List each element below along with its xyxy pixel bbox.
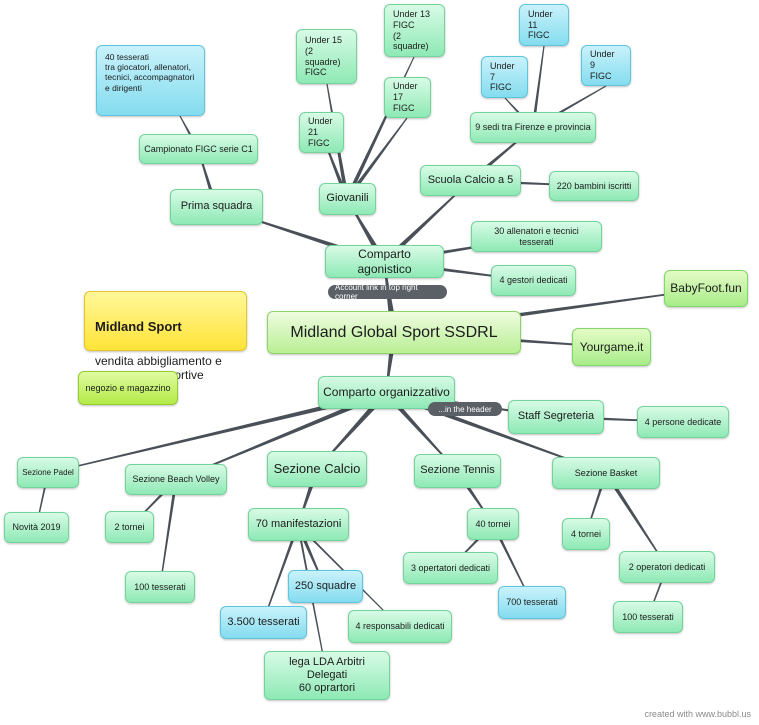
connector-edge <box>159 479 178 588</box>
connector-edge <box>382 180 471 264</box>
bambini-node[interactable]: 220 bambini iscritti <box>549 171 639 201</box>
under7-node[interactable]: Under 7 FIGC <box>481 56 528 98</box>
allenatori-node[interactable]: 30 allenatori e tecnici tesserati <box>471 221 602 252</box>
prima-squadra-node[interactable]: Prima squadra <box>170 189 263 225</box>
tesserati-40-node[interactable]: 40 tesserati tra giocatori, allenatori, … <box>96 45 205 116</box>
connector-edge <box>345 117 408 201</box>
header-tooltip: ...in the header <box>428 402 502 416</box>
staff-segreteria-node[interactable]: Staff Segreteria <box>508 400 604 434</box>
novita-node[interactable]: Novità 2019 <box>4 512 69 543</box>
sedi-node[interactable]: 9 sedi tra Firenze e provincia <box>470 112 596 143</box>
operatori-2-node[interactable]: 2 operatori dedicati <box>619 551 715 583</box>
credit-text: created with www.bubbl.us <box>644 709 751 719</box>
midland-sport-title: Midland Sport <box>95 319 182 335</box>
gestori-node[interactable]: 4 gestori dedicati <box>491 265 576 296</box>
connector-edge <box>175 390 387 481</box>
under17-node[interactable]: Under 17 FIGC <box>384 77 431 118</box>
squadre-node[interactable]: 250 squadre <box>288 570 363 603</box>
under9-node[interactable]: Under 9 FIGC <box>581 45 631 86</box>
sezione-beach-volley-node[interactable]: Sezione Beach Volley <box>125 464 227 495</box>
connector-edge <box>262 524 300 623</box>
tornei-4-node[interactable]: 4 tornei <box>562 518 610 550</box>
sezione-padel-node[interactable]: Sezione Padel <box>17 457 79 488</box>
tesserati-700-node[interactable]: 700 tesserati <box>498 586 566 619</box>
midland-sport-node[interactable]: Midland Sport vendita abbigliamento e at… <box>84 291 247 382</box>
sezione-tennis-node[interactable]: Sezione Tennis <box>414 454 501 488</box>
account-link-tooltip: Account link in top right corner <box>328 283 447 301</box>
scuola-calcio-node[interactable]: Scuola Calcio a 5 <box>420 165 521 196</box>
responsabili-node[interactable]: 4 responsabili dedicati <box>348 610 452 643</box>
tornei-40-node[interactable]: 40 tornei <box>467 508 519 540</box>
operatori-3-node[interactable]: 3 opertatori dedicati <box>403 552 498 584</box>
comparto-agonistico-node[interactable]: Comparto agonistico <box>325 245 444 278</box>
under21-node[interactable]: Under 21 FIGC <box>299 112 344 153</box>
under11-node[interactable]: Under 11 FIGC <box>519 4 569 46</box>
tornei-2-node[interactable]: 2 tornei <box>105 511 154 543</box>
babyfoot-node[interactable]: BabyFoot.fun <box>664 270 748 307</box>
connector-edge <box>604 471 668 568</box>
root-node[interactable]: Midland Global Sport SSDRL <box>267 311 521 354</box>
under13-node[interactable]: Under 13 FIGC (2 squadre) <box>384 4 445 57</box>
persone-node[interactable]: 4 persone dedicate <box>637 406 729 438</box>
giovanili-node[interactable]: Giovanili <box>319 183 376 215</box>
under15-node[interactable]: Under 15 (2 squadre) FIGC <box>296 29 357 84</box>
tesserati-100a-node[interactable]: 100 tesserati <box>125 571 195 603</box>
tesserati-3500-node[interactable]: 3.500 tesserati <box>220 606 307 639</box>
arbitri-node[interactable]: lega LDA Arbitri Delegati 60 oprartori <box>264 651 390 700</box>
connector-edge <box>47 390 387 474</box>
sezione-calcio-node[interactable]: Sezione Calcio <box>267 451 367 487</box>
yourgame-node[interactable]: Yourgame.it <box>572 328 651 366</box>
connector-edge <box>384 391 458 472</box>
campionato-node[interactable]: Campionato FIGC serie C1 <box>139 134 258 164</box>
connector-edge <box>531 45 545 129</box>
sezione-basket-node[interactable]: Sezione Basket <box>552 457 660 489</box>
connector-edge <box>491 523 533 604</box>
tesserati-100b-node[interactable]: 100 tesserati <box>613 601 683 633</box>
negozio-node[interactable]: negozio e magazzino <box>78 371 178 405</box>
manifestazioni-node[interactable]: 70 manifestazioni <box>248 508 349 541</box>
connector-edge <box>316 391 389 470</box>
